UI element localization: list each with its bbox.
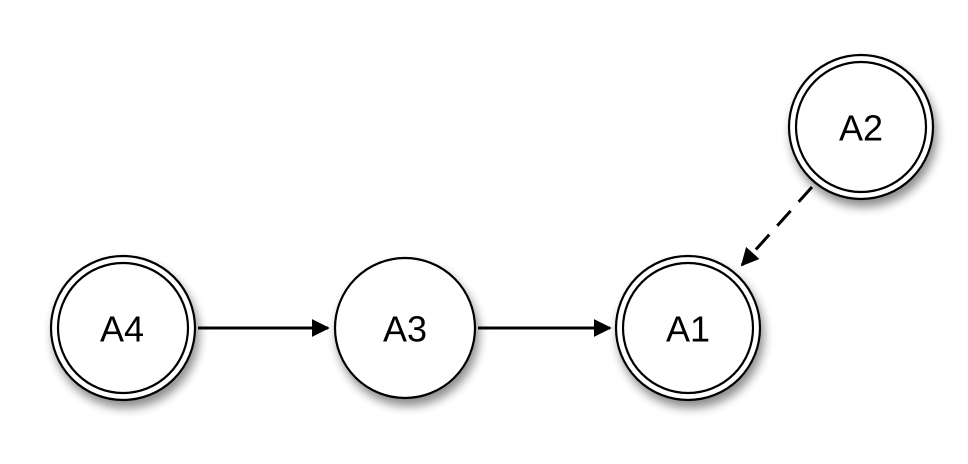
node-a3[interactable] — [333, 256, 477, 400]
node-a4[interactable] — [49, 254, 197, 402]
node-a1-label: A1 — [666, 309, 710, 350]
edges-layer — [198, 185, 814, 337]
edge-a2-a1 — [740, 185, 814, 267]
node-a3-label: A3 — [383, 309, 427, 350]
node-a1[interactable] — [614, 254, 762, 402]
node-a2[interactable] — [787, 53, 935, 201]
node-a4-label: A4 — [100, 309, 144, 350]
node-a2-label: A2 — [839, 108, 883, 149]
